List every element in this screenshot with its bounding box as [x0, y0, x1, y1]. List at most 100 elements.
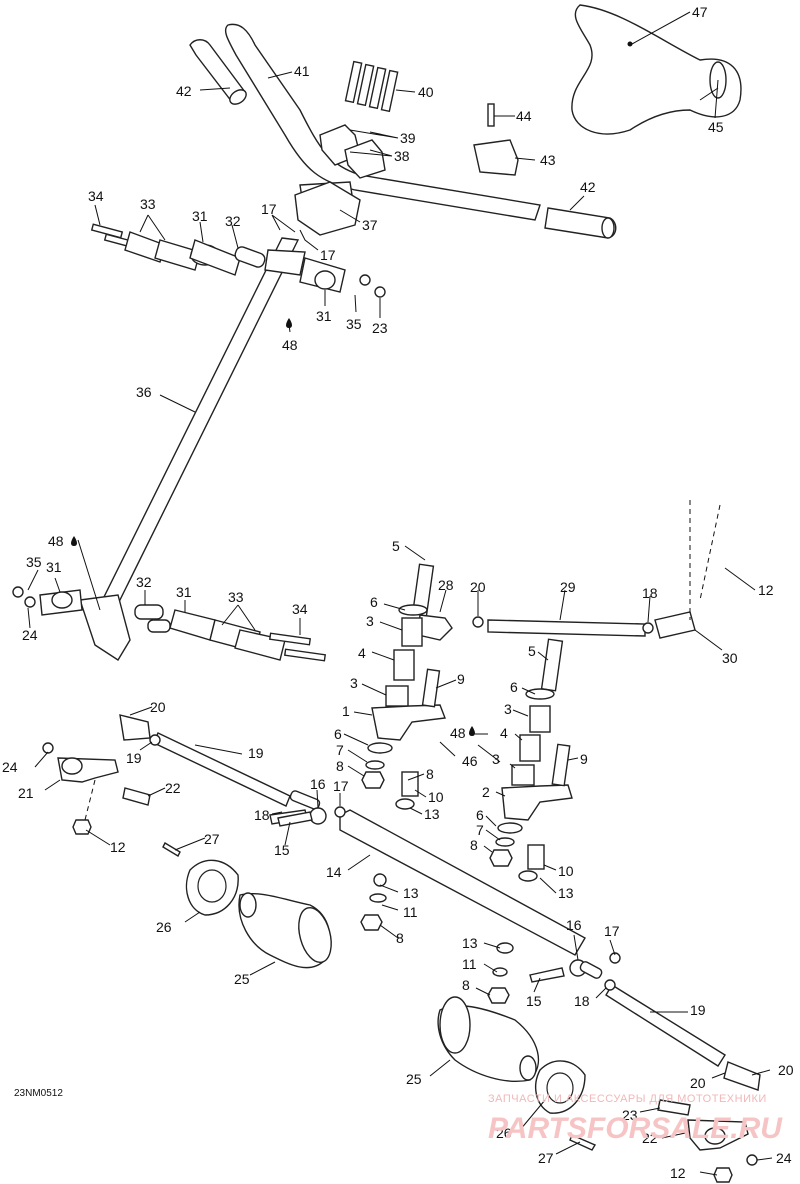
callout-27-left: 27 — [204, 831, 220, 847]
callout-33-top: 33 — [140, 196, 156, 212]
callout-4-left: 4 — [358, 645, 366, 661]
callout-15-right: 15 — [526, 993, 542, 1009]
callout-16-right: 16 — [566, 917, 582, 933]
steering-column — [79, 237, 306, 661]
callout-31-top-b: 31 — [316, 308, 332, 324]
callout-26-right: 26 — [496, 1125, 512, 1141]
left-grip — [189, 39, 247, 105]
callout-8-lower: 8 — [396, 930, 404, 946]
callout-33-bottom: 33 — [228, 589, 244, 605]
callout-labels: 47 45 41 42 40 39 38 44 43 42 37 17 17 3… — [2, 4, 794, 1181]
callout-16-left: 16 — [310, 776, 326, 792]
callout-47: 47 — [692, 4, 708, 20]
callout-44: 44 — [516, 108, 532, 124]
callout-8-center: 8 — [426, 766, 434, 782]
callout-9-right: 9 — [580, 751, 588, 767]
lower-bushing-assembly — [12, 586, 327, 662]
callout-24-right: 24 — [776, 1150, 792, 1166]
callout-48-top: 48 — [282, 337, 298, 353]
callout-20-right: 20 — [690, 1075, 706, 1091]
callout-37: 37 — [362, 217, 378, 233]
watermark-logo-text: PARTSFORSALE.RU — [488, 1112, 783, 1145]
callout-22-right: 22 — [642, 1130, 658, 1146]
callout-13-lower: 13 — [462, 935, 478, 951]
callout-3-left-b: 3 — [350, 675, 358, 691]
callout-32-top: 32 — [225, 213, 241, 229]
callout-32-bottom: 32 — [136, 574, 152, 590]
callout-42-left: 42 — [176, 83, 192, 99]
steering-bar — [339, 809, 586, 1004]
callout-8-left: 8 — [336, 758, 344, 774]
callout-23-left: 22 — [165, 780, 181, 796]
callout-27-right: 27 — [538, 1150, 554, 1166]
callout-19-right: 19 — [690, 1002, 706, 1018]
callout-9-left: 9 — [457, 671, 465, 687]
callout-18-left: 18 — [254, 807, 270, 823]
callout-38: 38 — [394, 148, 410, 164]
callout-8-bottom: 8 — [462, 977, 470, 993]
callout-48-left: 48 — [48, 533, 64, 549]
watermark-tagline: ЗАПЧАСТИ И АКСЕССУАРЫ ДЛЯ МОТОТЕХНИКИ — [488, 1093, 767, 1105]
callout-20-top: 20 — [470, 579, 486, 595]
callout-7-right: 7 — [476, 822, 484, 838]
callout-20-left: 19 — [126, 750, 142, 766]
callout-1: 1 — [342, 703, 350, 719]
leader-lines — [27, 11, 773, 1176]
callout-6-left-a: 6 — [370, 594, 378, 610]
callout-26-left: 26 — [156, 919, 172, 935]
right-tie-rod — [529, 952, 761, 1091]
callout-17-left: 17 — [333, 778, 349, 794]
callout-6-right-a: 6 — [510, 679, 518, 695]
callout-31-left: 31 — [46, 559, 62, 575]
callout-25-right: 25 — [406, 1071, 422, 1087]
callout-34-bottom: 34 — [292, 601, 308, 617]
callout-2: 2 — [482, 784, 490, 800]
callout-24-spindle-left: 24 — [2, 759, 18, 775]
callout-7-left: 7 — [336, 742, 344, 758]
callout-10-left: 10 — [428, 789, 444, 805]
callout-6-left-b: 6 — [334, 726, 342, 742]
right-spindle-arm — [657, 1099, 758, 1183]
callout-3-left-a: 3 — [366, 613, 374, 629]
callout-40: 40 — [418, 84, 434, 100]
callout-18-right: 18 — [574, 993, 590, 1009]
callout-17-a: 17 — [261, 201, 277, 217]
left-pivot-stack — [361, 563, 446, 810]
callout-42-right: 42 — [580, 179, 596, 195]
callout-11-left: 11 — [403, 904, 418, 920]
grease-drop-icons — [71, 318, 475, 736]
callout-12-right: 12 — [670, 1165, 686, 1181]
callout-3-right-b: 3 — [492, 751, 500, 767]
callout-48-center: 48 — [450, 725, 466, 741]
callout-24-left: 24 — [22, 627, 38, 643]
right-boot — [437, 996, 540, 1082]
callout-21-left: 20 — [150, 699, 166, 715]
callout-45: 45 — [708, 119, 724, 135]
callout-22-left: 21 — [18, 785, 34, 801]
callout-5-right: 5 — [528, 643, 536, 659]
switch-housing — [473, 103, 519, 176]
callout-14: 14 — [326, 864, 342, 880]
callout-25-left: 25 — [234, 971, 250, 987]
callout-23-right: 23 — [622, 1107, 638, 1123]
left-tie-rod — [119, 714, 346, 825]
callout-13-left-b: 13 — [403, 885, 419, 901]
right-plate — [534, 1060, 597, 1151]
callout-24-top: 23 — [372, 320, 388, 336]
callout-3-right-a: 3 — [504, 701, 512, 717]
left-spindle-arm — [42, 742, 151, 835]
callout-34-top: 34 — [88, 188, 104, 204]
diagram-code: 23NM0512 — [14, 1088, 63, 1099]
upper-bushing-assembly — [90, 223, 386, 298]
callout-13-right: 13 — [558, 885, 574, 901]
callout-19-left: 19 — [248, 745, 264, 761]
callout-5-left: 5 — [392, 538, 400, 554]
callout-31-top: 31 — [192, 208, 208, 224]
centre-tie-rod — [417, 500, 721, 641]
callout-35-top: 35 — [346, 316, 362, 332]
callout-15-left: 15 — [274, 842, 290, 858]
callout-30: 30 — [722, 650, 738, 666]
left-boot — [238, 892, 332, 969]
right-pivot-stack — [489, 638, 573, 882]
